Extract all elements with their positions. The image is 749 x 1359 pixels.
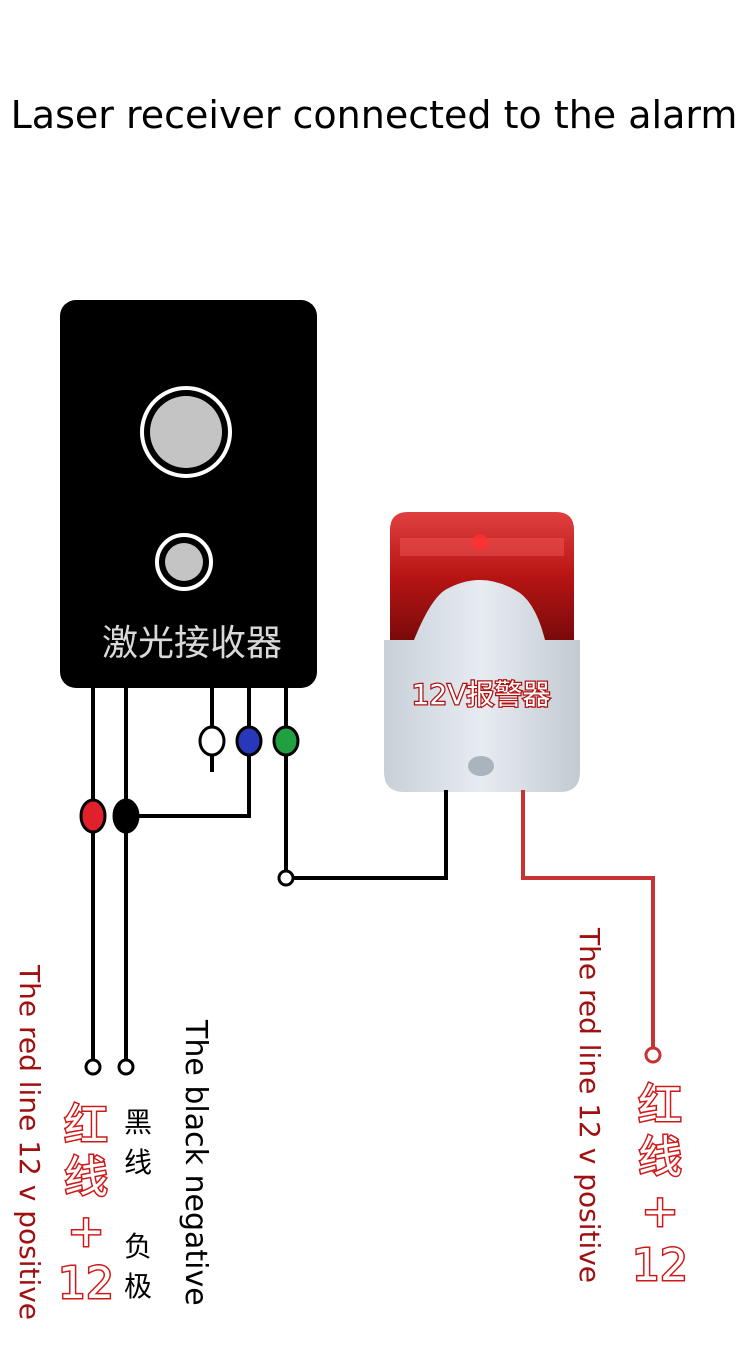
wire-alarm-black [286, 790, 448, 880]
left-black-neg-2: 极 [124, 1270, 152, 1303]
left-red-plus: + [68, 1206, 105, 1257]
alarm-lamp [472, 534, 488, 550]
receiver-lens [150, 396, 222, 468]
terminal-red [79, 798, 107, 834]
terminal-green [272, 725, 300, 757]
left-red-cn-2: 线 [64, 1152, 108, 1203]
diagram-title: Laser receiver connected to the alarm [11, 93, 738, 137]
right-red-12: 12 [632, 1240, 688, 1291]
laser-receiver: 激光接收器 [60, 300, 317, 688]
terminal-white [198, 725, 226, 757]
receiver-body [60, 300, 317, 688]
right-red-cn-2: 线 [638, 1132, 682, 1183]
wires [91, 688, 448, 1060]
right-red-cn-1: 红 [638, 1080, 682, 1131]
alarm-label: 12V报警器 [412, 678, 551, 711]
wire-blue-to-black [126, 688, 251, 818]
alarm-speaker-hole [468, 756, 494, 776]
right-red-plus: + [642, 1186, 679, 1237]
wire-alarm-red [521, 790, 655, 1050]
alarm-siren: 12V报警器 [384, 512, 580, 792]
end-node-black-left [117, 1058, 135, 1076]
alarm-body [384, 580, 580, 792]
receiver-indicator [165, 543, 203, 581]
left-red-12: 12 [58, 1258, 114, 1309]
end-node-red-left [84, 1058, 102, 1076]
left-red-cn-1: 红 [64, 1100, 108, 1151]
right-red-line-caption: The red line 12 v positive [573, 927, 606, 1283]
left-black-cn-2: 线 [124, 1146, 152, 1179]
left-black-cn-1: 黑 [124, 1106, 152, 1139]
junction-node [277, 869, 295, 887]
left-black-caption: The black negative [178, 1019, 213, 1306]
terminal-black [112, 798, 140, 834]
terminals [79, 725, 662, 1076]
left-red-line-caption: The red line 12 v positive [13, 964, 46, 1320]
receiver-label: 激光接收器 [102, 623, 282, 664]
terminal-blue [235, 725, 263, 757]
end-node-red-right [644, 1046, 662, 1064]
left-black-neg-1: 负 [124, 1230, 152, 1263]
